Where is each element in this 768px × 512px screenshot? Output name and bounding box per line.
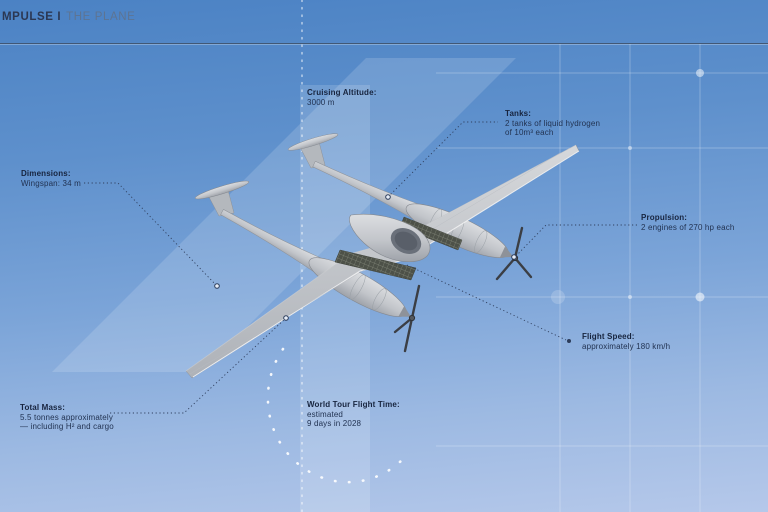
leader-propulsion <box>515 224 637 257</box>
leader-dimensions <box>84 182 218 287</box>
right-fuselage <box>312 160 514 258</box>
left-propeller <box>393 284 421 353</box>
title-section: THE PLANE <box>66 11 136 23</box>
marker-flight-speed <box>567 339 571 343</box>
header-divider <box>0 43 768 44</box>
right-tail <box>287 133 339 169</box>
leader-tanks <box>387 121 498 198</box>
aircraft-illustration <box>185 133 580 379</box>
label-tanks: Tanks: 2 tanks of liquid hydrogen of 10m… <box>505 109 601 137</box>
label-propulsion: Propulsion: 2 engines of 270 hp each <box>641 213 735 232</box>
label-cruising-altitude: Cruising Altitude: 3000 m <box>307 88 377 107</box>
cockpit-pod <box>349 213 431 263</box>
marker-propulsion <box>511 254 517 260</box>
label-flight-speed: Flight Speed: approximately 180 km/h <box>582 332 671 351</box>
leader-lines <box>84 121 637 414</box>
label-total-mass: Total Mass: 5.5 tonnes approximately — i… <box>20 403 114 431</box>
label-world-tour-flight-time: World Tour Flight Time: estimated 9 days… <box>307 400 400 428</box>
leader-markers <box>214 194 571 343</box>
leader-flight-speed <box>406 264 567 341</box>
grid-node-dots <box>551 69 705 304</box>
page-title: MPULSE I THE PLANE <box>2 11 135 23</box>
marker-dimensions <box>214 283 220 289</box>
solar-panels <box>334 216 463 281</box>
marker-tanks <box>385 194 391 200</box>
grid-lines <box>436 44 768 512</box>
light-wedge <box>52 58 516 372</box>
left-tail <box>194 180 250 217</box>
title-brand: MPULSE I <box>2 11 62 23</box>
marker-total-mass <box>283 315 289 321</box>
label-dimensions: Dimensions: Wingspan: 34 m <box>21 169 81 188</box>
